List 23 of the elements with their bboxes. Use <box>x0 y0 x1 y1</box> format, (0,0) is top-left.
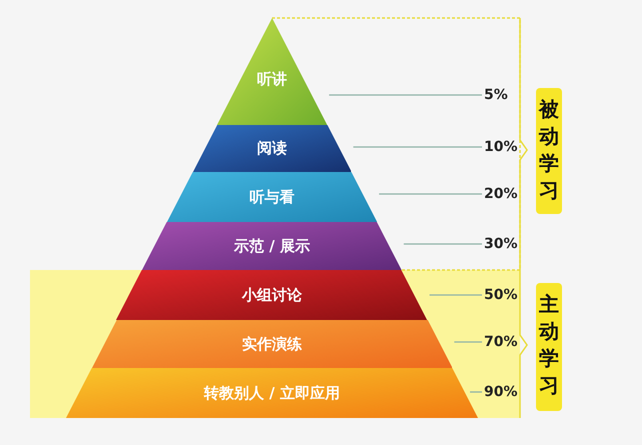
leader-line <box>404 243 482 245</box>
pyramid-layer: 听与看 <box>166 172 378 222</box>
leader-line <box>329 94 482 96</box>
percentage-label: 50% <box>484 287 518 303</box>
percentage-label: 10% <box>484 139 518 155</box>
percentage-label: 90% <box>484 384 518 400</box>
percentage-label: 70% <box>484 334 518 350</box>
pyramid-layer: 示范 / 展示 <box>142 222 402 270</box>
category-tag: 被动学习 <box>536 88 562 214</box>
pyramid-layer: 阅读 <box>192 125 352 172</box>
percentage-label: 5% <box>484 87 508 103</box>
percentage-label: 30% <box>484 236 518 252</box>
leader-line <box>353 146 482 148</box>
leader-line <box>470 391 482 393</box>
percentage-label: 20% <box>484 186 518 202</box>
pyramid-layer: 转教别人 / 立即应用 <box>66 368 478 418</box>
pyramid-layer: 听讲 <box>216 18 328 125</box>
pyramid-layer: 实作演练 <box>92 320 452 368</box>
leader-line <box>454 341 482 343</box>
category-tag: 主动学习 <box>536 283 562 411</box>
pyramid-layer: 小组讨论 <box>116 270 428 320</box>
leader-line <box>379 193 482 195</box>
leader-line <box>430 294 482 296</box>
